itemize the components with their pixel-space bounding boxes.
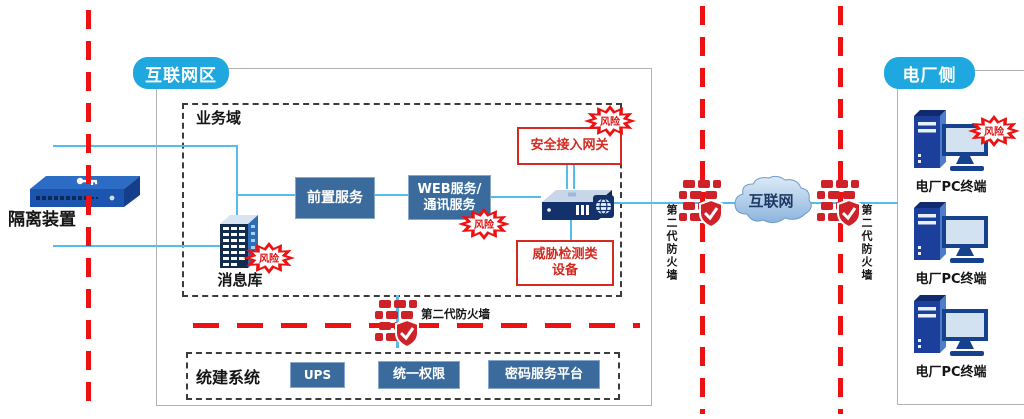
link-to-front-service bbox=[238, 194, 295, 196]
link-isolation-top bbox=[53, 145, 238, 147]
password-platform-label: 密码服务平台 bbox=[504, 366, 583, 382]
link-gateway-router-2 bbox=[573, 161, 575, 189]
unified-permission-box: 统一权限 bbox=[378, 361, 460, 389]
front-service-label: 前置服务 bbox=[307, 189, 363, 206]
threat-detection-line1: 威胁检测类 bbox=[532, 246, 598, 262]
ups-label: UPS bbox=[303, 367, 332, 382]
secure-gateway-box: 安全接入网关 bbox=[517, 127, 622, 165]
firewall-label-bottom: 第二代防火墙 bbox=[421, 307, 490, 321]
plant-pc-label-2: 电厂PC终端 bbox=[915, 272, 987, 287]
isolation-device-icon bbox=[30, 176, 140, 207]
unified-system-label: 统建系统 bbox=[196, 368, 261, 387]
link-isolation-bottom bbox=[53, 245, 223, 247]
gateway-router-icon bbox=[542, 190, 614, 220]
internet-cloud: 互联网 bbox=[734, 175, 812, 224]
internet-zone-pill: 互联网区 bbox=[133, 57, 229, 89]
boundary-left bbox=[86, 10, 91, 412]
risk-text: 风险 bbox=[600, 115, 621, 128]
risk-badge-message-store: 风险 bbox=[243, 242, 295, 274]
password-platform-box: 密码服务平台 bbox=[488, 360, 600, 389]
secure-gateway-label: 安全接入网关 bbox=[530, 137, 609, 153]
plant-pc-icon-3 bbox=[914, 295, 988, 356]
business-domain-box bbox=[182, 103, 622, 297]
link-gateway-router-1 bbox=[566, 161, 568, 189]
web-service-line2: 通讯服务 bbox=[423, 197, 476, 213]
firewall-icon-internet-left bbox=[679, 180, 723, 229]
link-front-to-web bbox=[373, 194, 408, 196]
plant-side-pill: 电厂侧 bbox=[884, 57, 975, 89]
risk-badge-secure-gateway: 风险 bbox=[584, 105, 636, 137]
web-service-line1: WEB服务/ bbox=[417, 181, 482, 197]
unified-permission-label: 统一权限 bbox=[392, 367, 445, 383]
firewall-label-right: 第二代防火墙 bbox=[860, 204, 873, 282]
firewall-icon-unified-boundary bbox=[375, 300, 419, 349]
plant-pc-label-1: 电厂PC终端 bbox=[915, 180, 987, 195]
link-router-threat bbox=[570, 218, 572, 242]
link-drop-to-message-store bbox=[236, 145, 238, 217]
risk-text: 风险 bbox=[259, 252, 280, 265]
risk-badge-web-service: 风险 bbox=[458, 208, 510, 240]
plant-pc-icon-2 bbox=[914, 202, 988, 263]
web-service-box: WEB服务/ 通讯服务 bbox=[408, 175, 491, 220]
internet-zone-region bbox=[156, 68, 652, 406]
firewall-icon-internet-right bbox=[817, 180, 861, 229]
link-web-to-router bbox=[489, 196, 541, 198]
ups-box: UPS bbox=[290, 362, 345, 388]
firewall-label-left: 第二代防火墙 bbox=[665, 204, 678, 282]
plant-side-label: 电厂侧 bbox=[902, 65, 957, 86]
link-domain-to-unified bbox=[396, 295, 399, 348]
risk-text: 风险 bbox=[984, 125, 1005, 138]
internet-cloud-label: 互联网 bbox=[748, 192, 793, 210]
business-domain-label: 业务域 bbox=[196, 109, 242, 127]
unified-system-box bbox=[186, 352, 620, 400]
internet-zone-label: 互联网区 bbox=[145, 65, 217, 86]
message-store-label: 消息库 bbox=[217, 271, 263, 289]
risk-text: 风险 bbox=[474, 218, 495, 231]
risk-badge-plant-pc: 风险 bbox=[968, 115, 1020, 147]
isolation-device-label: 隔离装置 bbox=[8, 210, 76, 230]
plant-pc-label-3: 电厂PC终端 bbox=[915, 365, 987, 380]
front-service-box: 前置服务 bbox=[295, 177, 375, 219]
threat-detection-box: 威胁检测类 设备 bbox=[516, 240, 614, 286]
threat-detection-line2: 设备 bbox=[551, 263, 578, 278]
